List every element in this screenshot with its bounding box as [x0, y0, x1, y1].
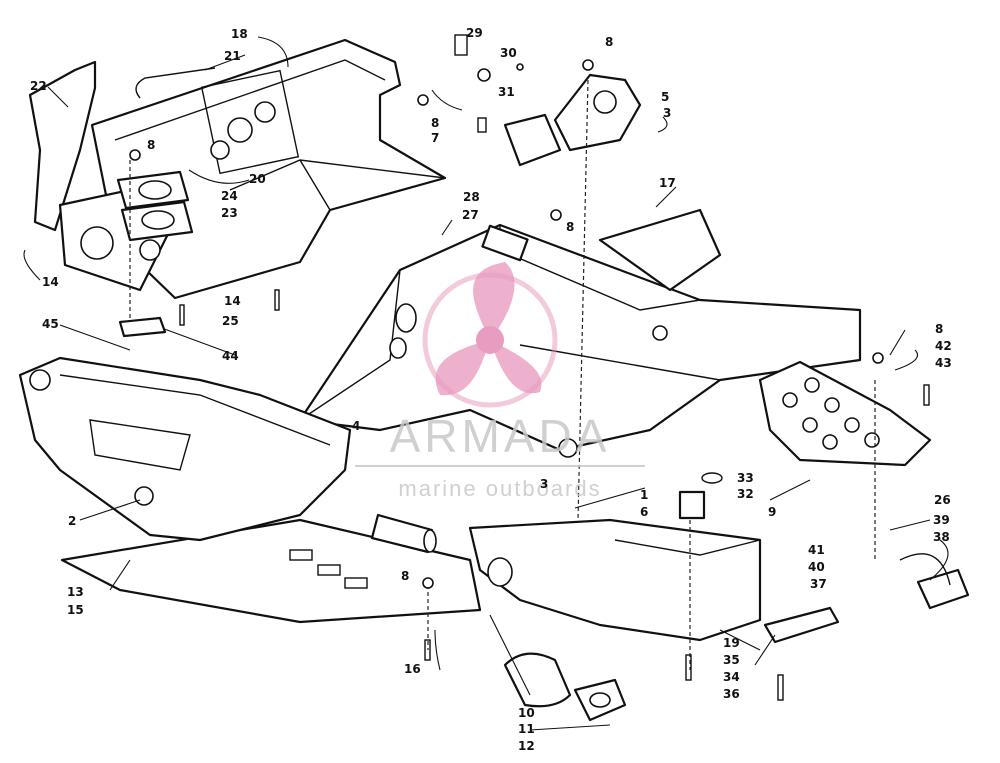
callout-2: 2 — [68, 514, 76, 528]
callout-8f: 8 — [935, 322, 943, 336]
callout-15: 15 — [67, 603, 84, 617]
callout-12: 12 — [518, 739, 535, 753]
callout-31: 31 — [498, 85, 515, 99]
callout-20: 20 — [249, 172, 266, 186]
callout-1: 1 — [640, 488, 648, 502]
callout-37: 37 — [810, 577, 827, 591]
callout-21: 21 — [224, 49, 241, 63]
callout-43: 43 — [935, 356, 952, 370]
callout-5: 5 — [661, 90, 669, 104]
callout-30: 30 — [500, 46, 517, 60]
callout-19: 19 — [723, 636, 740, 650]
callout-24: 24 — [221, 189, 238, 203]
steering-boot — [503, 652, 627, 722]
callout-8: 8 — [147, 138, 155, 152]
propeller-logo — [422, 262, 558, 408]
callout-4: 4 — [352, 419, 360, 433]
callout-13: 13 — [67, 585, 84, 599]
callout-40: 40 — [808, 560, 825, 574]
callout-26: 26 — [934, 493, 951, 507]
assembly-lines — [129, 79, 876, 670]
callout-42: 42 — [935, 339, 952, 353]
callout-34: 34 — [723, 670, 740, 684]
bracket-35 — [763, 606, 840, 644]
callout-32: 32 — [737, 487, 754, 501]
callout-36: 36 — [723, 687, 740, 701]
cross-tube — [370, 513, 437, 554]
callout-6: 6 — [640, 505, 648, 519]
callout-38: 38 — [933, 530, 950, 544]
callout-8e: 8 — [401, 569, 409, 583]
callout-9: 9 — [768, 505, 776, 519]
callout-18: 18 — [231, 27, 248, 41]
callout-14b: 14 — [224, 294, 241, 308]
callout-3b: 3 — [540, 477, 548, 491]
right-footrest — [758, 360, 932, 467]
callout-41: 41 — [808, 543, 825, 557]
callout-16: 16 — [404, 662, 421, 676]
watermark-tagline: marine outboards — [398, 476, 601, 501]
gaskets — [116, 170, 194, 242]
callout-14: 14 — [42, 275, 59, 289]
callout-45: 45 — [42, 317, 59, 331]
callout-35: 35 — [723, 653, 740, 667]
callout-10: 10 — [518, 706, 535, 720]
callout-numbers: 18 21 22 8 20 24 23 14 14 25 45 44 29 30… — [30, 26, 952, 753]
belly-pan — [60, 518, 482, 624]
watermark: ARMADA marine outboards — [355, 262, 645, 501]
bracket-38 — [899, 553, 970, 610]
callout-29: 29 — [466, 26, 483, 40]
pad-32 — [678, 472, 723, 520]
callout-17: 17 — [659, 176, 676, 190]
callout-27: 27 — [462, 208, 479, 222]
callout-3: 3 — [663, 106, 671, 120]
callout-33: 33 — [737, 471, 754, 485]
callout-8b: 8 — [431, 116, 439, 130]
callout-28: 28 — [463, 190, 480, 204]
watermark-brand: ARMADA — [390, 410, 611, 462]
upper-right-bracket — [503, 73, 642, 167]
hardware — [118, 34, 930, 701]
nose-bumper — [468, 518, 762, 642]
callout-44: 44 — [222, 349, 239, 363]
callout-11: 11 — [518, 722, 535, 736]
callout-39: 39 — [933, 513, 950, 527]
callout-23: 23 — [221, 206, 238, 220]
callout-7: 7 — [431, 131, 439, 145]
callout-25: 25 — [222, 314, 239, 328]
front-arm-frame — [18, 356, 352, 542]
callout-22: 22 — [30, 79, 47, 93]
callout-8c: 8 — [605, 35, 613, 49]
callout-8d: 8 — [566, 220, 574, 234]
